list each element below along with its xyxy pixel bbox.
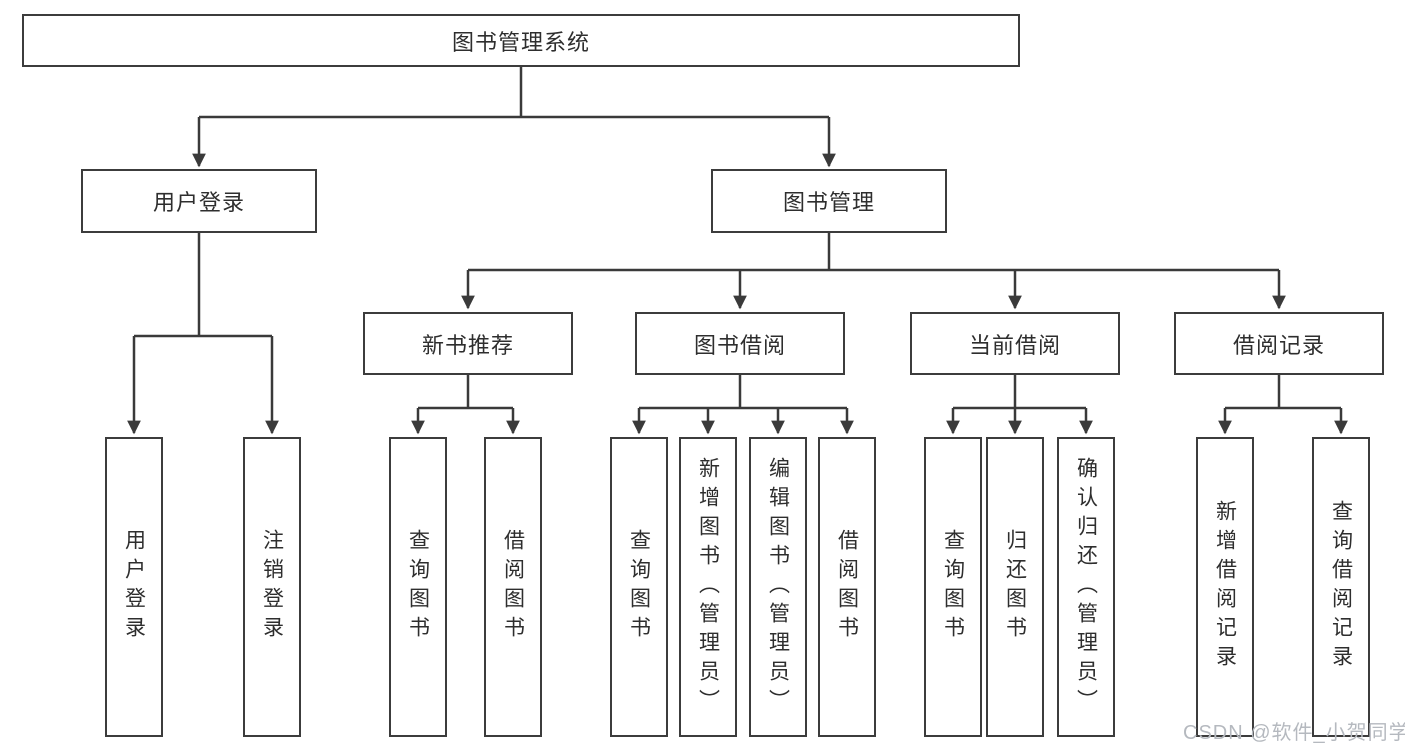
- leaf-bb-query-books: 查询图书: [610, 437, 668, 737]
- leaf-nbr-borrow-books-label: 借阅图书: [501, 529, 525, 645]
- leaf-bb-add-books-admin-label: 新增图书（管理员）: [696, 456, 720, 718]
- leaf-br-query-record-label: 查询借阅记录: [1329, 500, 1353, 674]
- leaf-bb-borrow-books: 借阅图书: [818, 437, 876, 737]
- watermark: CSDN @软件_小贺同学: [1183, 722, 1405, 744]
- leaf-cb-confirm-return-admin: 确认归还（管理员）: [1057, 437, 1115, 737]
- leaf-bb-borrow-books-label: 借阅图书: [835, 529, 859, 645]
- leaf-br-add-record-label: 新增借阅记录: [1213, 500, 1237, 674]
- leaf-user-login-label: 用户登录: [122, 529, 146, 645]
- node-book-borrowing-label: 图书借阅: [693, 332, 786, 358]
- node-user-login: 用户登录: [81, 169, 317, 233]
- leaf-bb-edit-books-admin-label: 编辑图书（管理员）: [766, 456, 790, 718]
- leaf-bb-edit-books-admin: 编辑图书（管理员）: [749, 437, 807, 737]
- leaf-cb-query-books: 查询图书: [924, 437, 982, 737]
- node-root: 图书管理系统: [22, 14, 1020, 67]
- node-current-borrowing-label: 当前借阅: [968, 332, 1061, 358]
- node-book-management-label: 图书管理: [782, 190, 875, 215]
- leaf-bb-add-books-admin: 新增图书（管理员）: [679, 437, 737, 737]
- node-user-login-label: 用户登录: [152, 190, 245, 215]
- node-current-borrowing: 当前借阅: [910, 312, 1120, 375]
- leaf-logout: 注销登录: [243, 437, 301, 737]
- node-borrowing-records-label: 借阅记录: [1232, 332, 1325, 358]
- leaf-nbr-query-books: 查询图书: [389, 437, 447, 737]
- leaf-cb-return-books-label: 归还图书: [1003, 529, 1027, 645]
- node-book-management: 图书管理: [711, 169, 947, 233]
- node-new-book-recommend-label: 新书推荐: [421, 332, 514, 358]
- leaf-br-query-record: 查询借阅记录: [1312, 437, 1370, 737]
- leaf-nbr-query-books-label: 查询图书: [406, 529, 430, 645]
- leaf-user-login: 用户登录: [105, 437, 163, 737]
- leaf-cb-return-books: 归还图书: [986, 437, 1044, 737]
- node-root-label: 图书管理系统: [451, 29, 590, 55]
- leaf-cb-query-books-label: 查询图书: [941, 529, 965, 645]
- leaf-logout-label: 注销登录: [260, 529, 284, 645]
- node-borrowing-records: 借阅记录: [1174, 312, 1384, 375]
- node-book-borrowing: 图书借阅: [635, 312, 845, 375]
- leaf-bb-query-books-label: 查询图书: [627, 529, 651, 645]
- node-new-book-recommend: 新书推荐: [363, 312, 573, 375]
- leaf-cb-confirm-return-admin-label: 确认归还（管理员）: [1074, 456, 1098, 718]
- leaf-br-add-record: 新增借阅记录: [1196, 437, 1254, 737]
- leaf-nbr-borrow-books: 借阅图书: [484, 437, 542, 737]
